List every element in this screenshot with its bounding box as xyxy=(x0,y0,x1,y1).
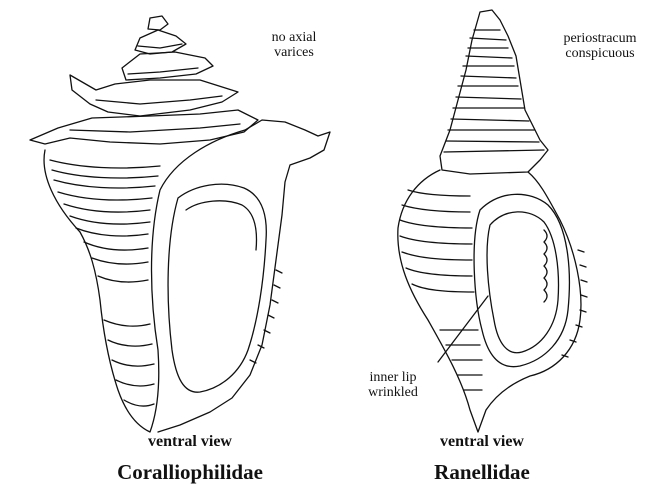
ranellidae-shell-drawing xyxy=(398,10,587,432)
coralliophilidae-shell-drawing xyxy=(30,16,330,432)
inner-lip-annotation: inner lip wrinkled xyxy=(352,370,434,400)
right-shell-top-annotation: periostracum conspicuous xyxy=(542,31,658,61)
left-view-label: ventral view xyxy=(110,433,270,451)
coralliophilidae-family-name: Coralliophilidae xyxy=(80,460,300,485)
inner-lip-leader-line xyxy=(438,296,488,362)
ranellidae-family-name: Ranellidae xyxy=(392,460,572,485)
left-shell-annotation: no axial varices xyxy=(245,30,343,60)
right-view-label: ventral view xyxy=(402,433,562,451)
